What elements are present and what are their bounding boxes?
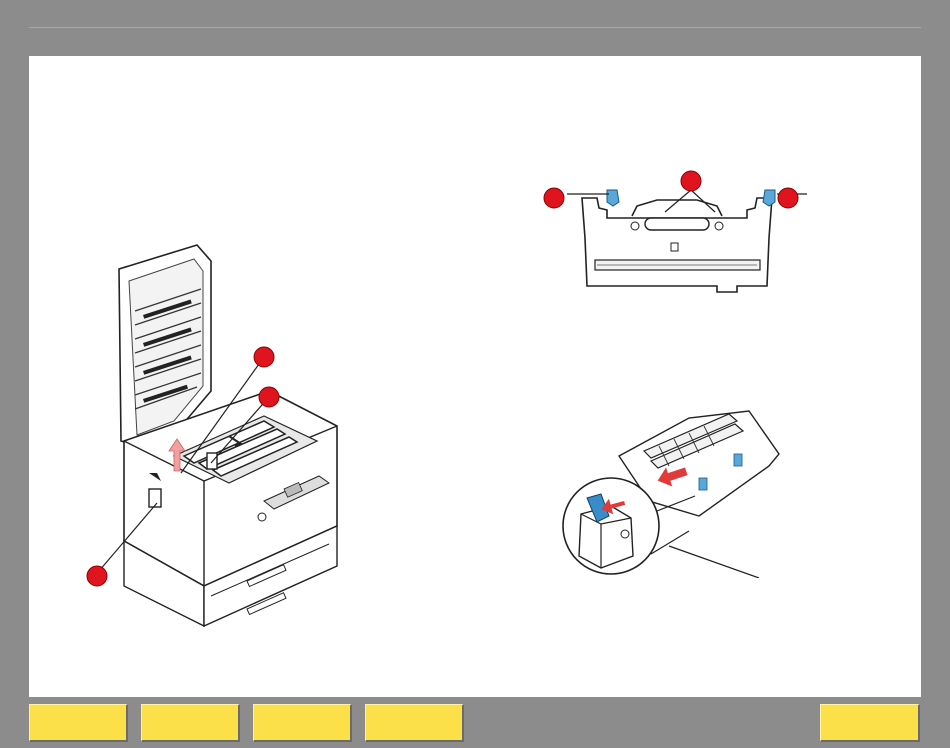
nav-button-3[interactable] — [253, 704, 352, 742]
callout-marker-icon — [681, 171, 701, 191]
manual-page — [29, 56, 921, 697]
fuser-latch-illustration — [539, 406, 799, 578]
header-rule — [29, 27, 921, 28]
callout-marker-icon — [259, 387, 279, 407]
nav-button-2[interactable] — [141, 704, 240, 742]
nav-button-4[interactable] — [365, 704, 464, 742]
callout-marker-icon — [254, 347, 274, 367]
nav-button-1[interactable] — [29, 704, 128, 742]
fuser-unit-illustration — [537, 168, 807, 303]
callout-marker-icon — [544, 188, 564, 208]
callout-marker-icon — [87, 566, 107, 586]
nav-button-right[interactable] — [820, 704, 920, 742]
callout-marker-icon — [778, 188, 798, 208]
printer-illustration — [79, 241, 349, 631]
